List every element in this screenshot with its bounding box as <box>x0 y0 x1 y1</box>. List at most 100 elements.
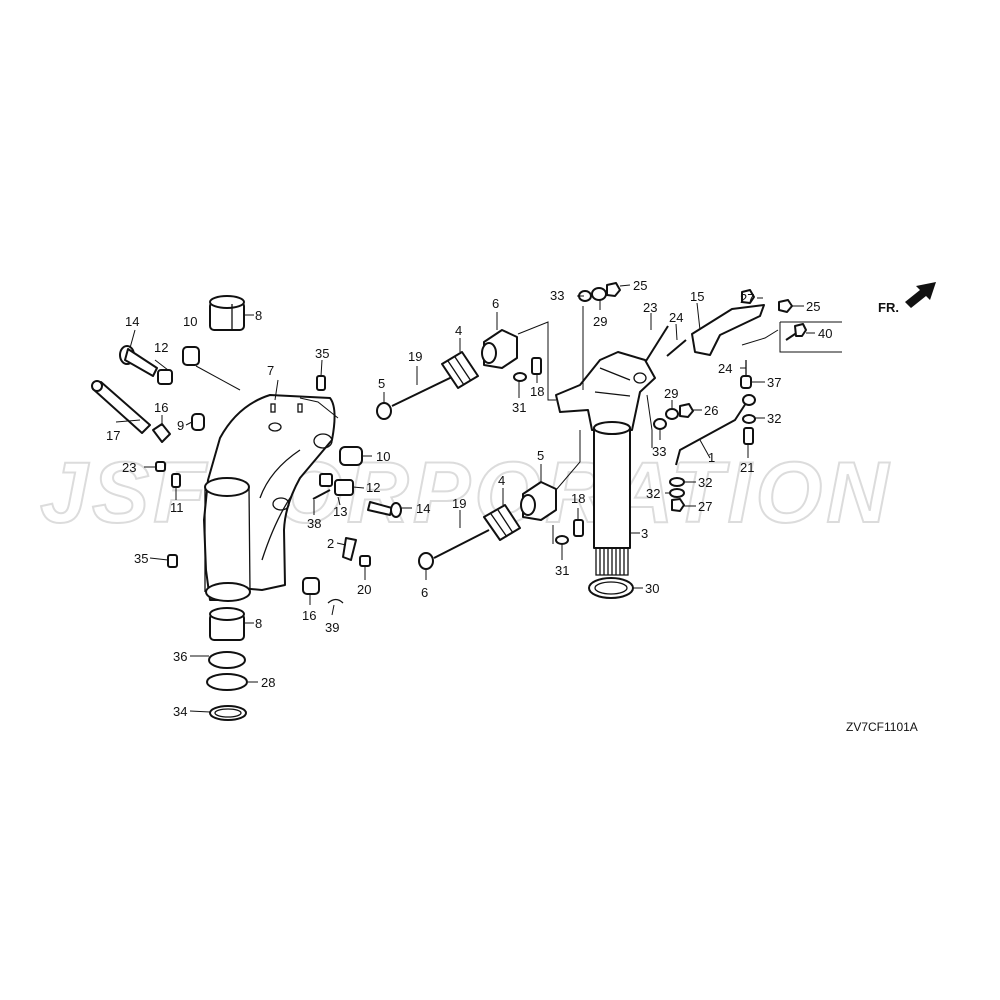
washer-32-right-part <box>742 414 756 424</box>
callout-30: 30 <box>645 581 659 596</box>
washer-29-upper-part <box>591 287 607 301</box>
stud-23-left-part <box>645 325 669 362</box>
callout-28: 28 <box>261 675 275 690</box>
clip-39-part <box>327 598 344 604</box>
bushing-10-right-part <box>339 446 363 466</box>
mount-rubber-upper-part <box>441 351 479 389</box>
callout-20: 20 <box>357 582 371 597</box>
bushing-16-right-part <box>302 577 320 595</box>
bolt-13-part <box>319 473 333 487</box>
bolt-18-upper-part <box>531 357 542 375</box>
clip-9-part <box>191 413 205 431</box>
callout-22: 23 <box>122 460 136 475</box>
callout-1: 1 <box>708 450 715 465</box>
callout-3: 3 <box>641 526 648 541</box>
callout-25: 25 <box>806 299 820 314</box>
pin-38-part <box>312 489 331 500</box>
callout-4-upper: 4 <box>455 323 462 338</box>
callout-18-lower: 18 <box>571 491 585 506</box>
bolt-21-part <box>743 427 754 445</box>
washer-32-b-part <box>669 488 685 498</box>
pin-left-part <box>119 345 158 377</box>
callout-15: 15 <box>690 289 704 304</box>
grease-fitting-22-part <box>155 461 166 472</box>
bolt-35-lower-part <box>167 554 178 568</box>
washer-32-a-part <box>669 477 685 487</box>
callout-34: 34 <box>173 704 187 719</box>
callout-24: 24 <box>718 361 732 376</box>
nut-27-lower-part <box>671 498 685 512</box>
callout-27-upper: 27 <box>740 291 754 306</box>
collar-12-right-part <box>334 479 354 496</box>
callout-29-lower: 29 <box>664 386 678 401</box>
front-direction-arrow-icon <box>905 282 936 308</box>
callout-2: 2 <box>327 536 334 551</box>
steering-bracket-part <box>555 351 656 431</box>
callout-27-lower: 27 <box>698 499 712 514</box>
callout-5-upper: 5 <box>378 376 385 391</box>
callout-6-lower: 5 <box>537 448 544 463</box>
callout-26-lower: 26 <box>704 403 718 418</box>
callout-7: 7 <box>267 363 274 378</box>
callout-35-lower: 35 <box>134 551 148 566</box>
leader-lines <box>115 284 842 713</box>
callout-12-right: 12 <box>366 480 380 495</box>
callout-14-left: 14 <box>125 314 139 329</box>
callout-23-left: 23 <box>643 300 657 315</box>
callout-36: 36 <box>173 649 187 664</box>
bushing-small-left-part <box>182 346 200 366</box>
callout-23-right: 24 <box>669 310 683 325</box>
callout-33-upper: 33 <box>550 288 564 303</box>
tilt-tube-part <box>91 380 151 434</box>
callout-19-lower: 19 <box>452 496 466 511</box>
callout-16-left: 16 <box>154 400 168 415</box>
bushing-16-part <box>152 423 171 443</box>
nut-26-upper-part <box>606 282 621 297</box>
rod-1-part <box>675 399 749 466</box>
mount-housing-upper-part <box>481 329 518 369</box>
callout-14-right: 14 <box>416 501 430 516</box>
nut-25-part <box>778 299 793 313</box>
callout-9: 9 <box>177 418 184 433</box>
callout-4-lower: 4 <box>498 473 505 488</box>
washer-29-lower-part <box>665 408 679 420</box>
callout-32-right: 32 <box>767 411 781 426</box>
callout-10-right: 10 <box>376 449 390 464</box>
diagram-code: ZV7CF1101A <box>846 720 918 734</box>
thrust-washer-part <box>206 673 248 691</box>
callout-10-upper: 10 <box>183 314 197 329</box>
mount-bolt-upper-part <box>376 376 453 420</box>
callout-32-a: 32 <box>698 475 712 490</box>
oil-seal-part <box>208 651 246 669</box>
washer-33-lower-part <box>653 418 667 430</box>
collar-37-part <box>740 375 752 389</box>
callout-12-left: 12 <box>154 340 168 355</box>
fitting-11-part <box>171 473 181 488</box>
callout-37: 37 <box>767 375 781 390</box>
callout-labels: 8 8 10 14 12 7 35 16 17 9 23 11 35 10 12… <box>106 278 832 719</box>
callout-19-upper: 19 <box>408 349 422 364</box>
bolt-20-part <box>359 555 371 567</box>
callout-31-lower: 31 <box>555 563 569 578</box>
bolt-40-part <box>785 323 807 341</box>
callout-6-upper: 6 <box>492 296 499 311</box>
callout-32-b: 32 <box>646 486 660 501</box>
washer-31-lower-part <box>555 535 569 545</box>
callout-38: 38 <box>307 516 321 531</box>
bushing-upper-part <box>209 295 245 331</box>
callout-40: 40 <box>818 326 832 341</box>
callout-11: 11 <box>170 500 184 515</box>
callout-8-upper: 8 <box>255 308 262 323</box>
callout-17: 17 <box>106 428 120 443</box>
swivel-shaft-part <box>593 421 631 576</box>
mount-rubber-lower-part <box>483 504 521 541</box>
bolt-18-lower-part <box>573 519 584 537</box>
bushing-lower-part <box>209 607 245 641</box>
callout-8-lower: 8 <box>255 616 262 631</box>
swivel-case-part <box>203 394 336 602</box>
plate-15-part <box>691 304 765 356</box>
nut-27-upper-part <box>741 289 755 304</box>
stud-23-right-part <box>666 339 687 357</box>
watermark-text: JSFCORPORATION <box>40 445 892 541</box>
callout-29-upper: 29 <box>593 314 607 329</box>
